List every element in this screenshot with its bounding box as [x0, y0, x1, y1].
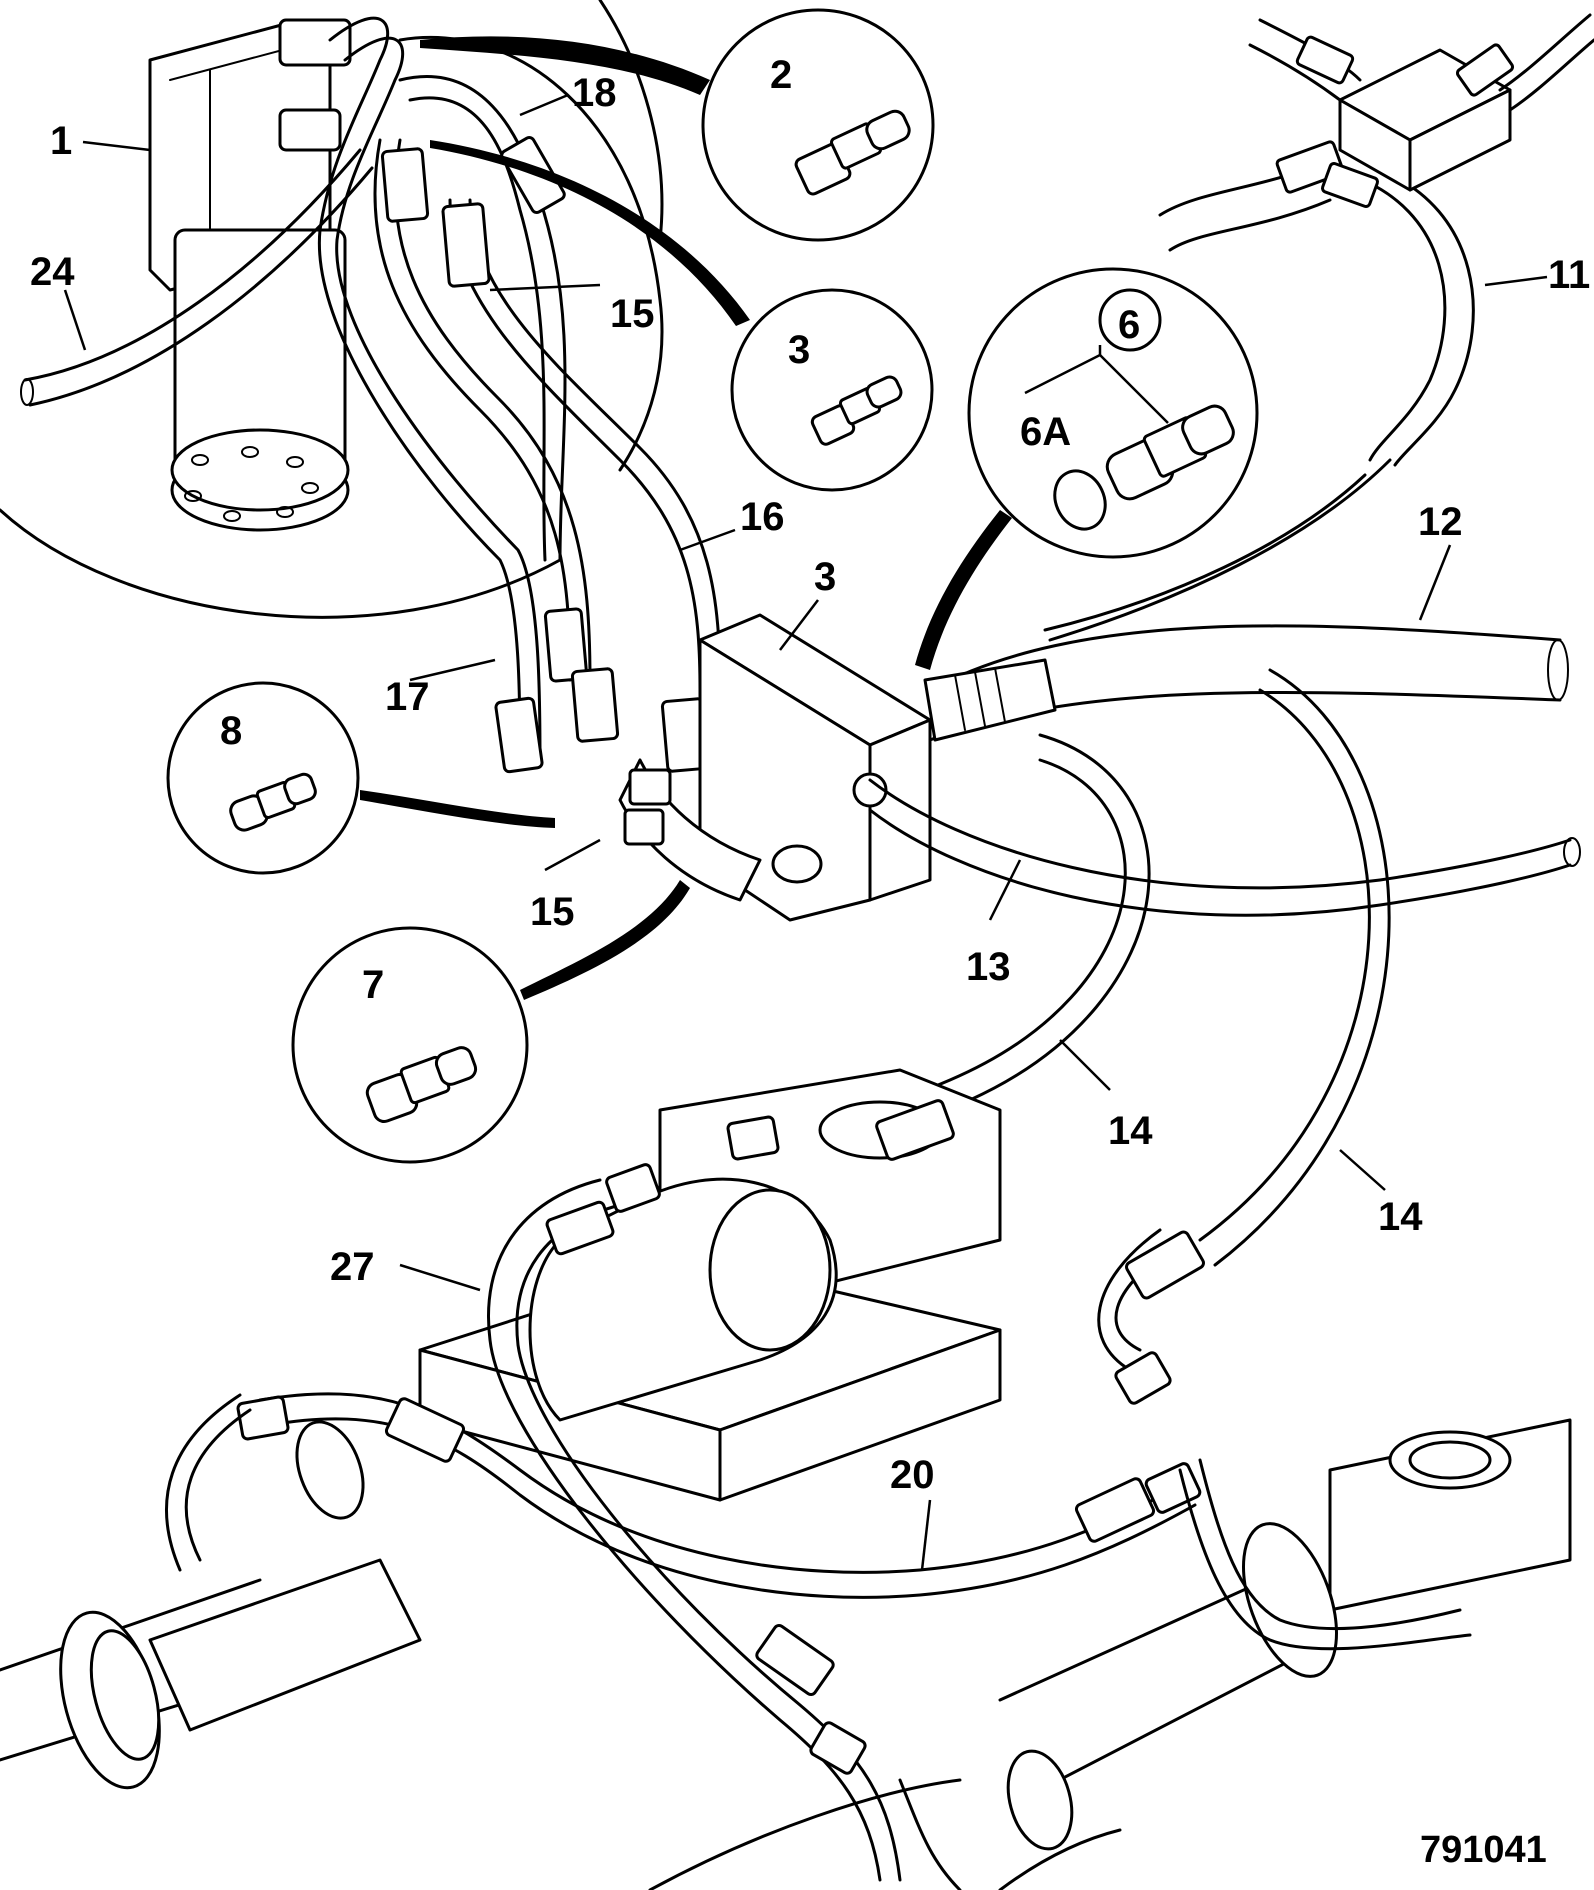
- callout-15-lower: 15: [530, 890, 575, 934]
- callout-6: 6: [1118, 303, 1140, 347]
- connector-3-icon: [810, 375, 903, 446]
- hose-fittings-upper: [380, 136, 710, 774]
- hose-fittings-lower: [236, 1099, 1205, 1775]
- callout-8: 8: [220, 709, 242, 753]
- hose-24: [20, 148, 374, 407]
- callout-leaders: [63, 93, 1548, 1571]
- o-ring-6a-icon: [1053, 469, 1107, 531]
- callout-12: 12: [1418, 500, 1463, 544]
- callout-14-upper: 14: [1108, 1109, 1153, 1153]
- detail-circle-2: [701, 8, 935, 242]
- detail-circle-7: [291, 926, 529, 1164]
- detail-pointer-wedges: [360, 36, 1012, 1000]
- callout-16: 16: [740, 495, 785, 539]
- hose-11-12: [923, 458, 1569, 742]
- callout-1: 1: [50, 119, 72, 163]
- drawing-number: 791041: [1420, 1829, 1547, 1871]
- hose-13: [868, 778, 1581, 917]
- callout-3-detail: 3: [788, 328, 810, 372]
- hose-27: [487, 1178, 902, 1882]
- callout-18: 18: [572, 71, 617, 115]
- valve-block: [618, 613, 932, 922]
- callout-14-lower: 14: [1378, 1195, 1423, 1239]
- detail-circle-3: [730, 288, 934, 492]
- left-steering-cylinder: [0, 1393, 422, 1790]
- callout-24: 24: [30, 250, 75, 294]
- right-steering-cylinder: [998, 1418, 1572, 1792]
- axle-frame-tubes: [648, 1749, 1122, 1890]
- callout-13: 13: [966, 945, 1011, 989]
- connector-7-icon: [365, 1046, 478, 1124]
- callout-labels: 1 2 3 3 6 6A 7 8 11 12 13 14 14 15 15 16…: [30, 53, 1590, 1497]
- callout-20: 20: [890, 1453, 935, 1497]
- detail-circle-6: [967, 267, 1259, 559]
- callout-27: 27: [330, 1245, 375, 1289]
- connector-8-icon: [229, 772, 317, 832]
- connector-2-icon: [794, 109, 911, 196]
- callout-11: 11: [1548, 253, 1590, 297]
- callout-7: 7: [362, 963, 384, 1007]
- callout-15-upper: 15: [610, 292, 655, 336]
- callout-3-block: 3: [814, 555, 836, 599]
- detail-circle-8: [166, 681, 360, 875]
- callout-2: 2: [770, 53, 792, 97]
- callout-17: 17: [385, 675, 430, 719]
- steering-unit: [148, 18, 352, 532]
- steering-hoses: [317, 16, 722, 762]
- connector-6-icon: [1105, 404, 1235, 501]
- callout-6a: 6A: [1020, 410, 1071, 454]
- tee-block: [1248, 13, 1594, 209]
- steering-unit-bolts: [184, 446, 319, 522]
